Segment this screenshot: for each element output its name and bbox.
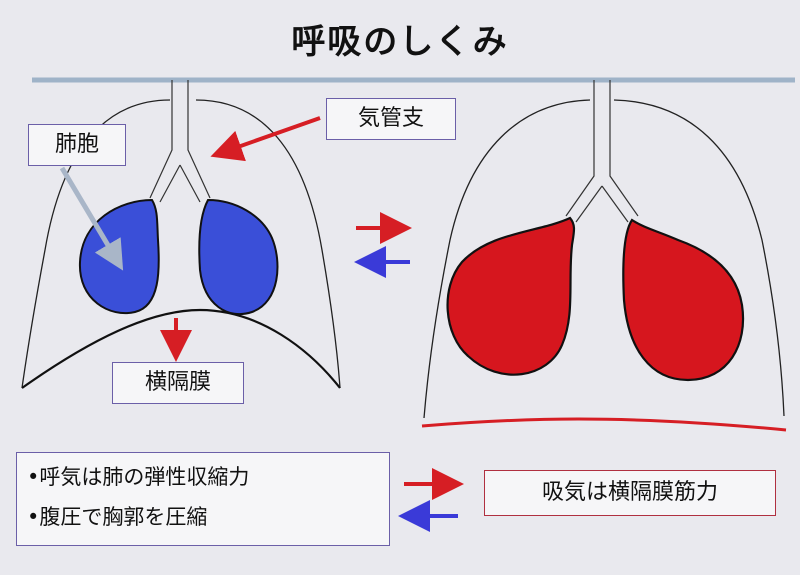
- alveolus-right-1: [446, 216, 576, 376]
- exhalation-note: •呼気は肺の弾性収縮力 •腹圧で胸郭を圧縮: [16, 452, 390, 546]
- diaphragm-curve-left: [21, 308, 341, 389]
- bronchi-label: 気管支: [326, 98, 456, 140]
- page-title: 呼吸のしくみ: [291, 22, 509, 62]
- diaphragm-label: 横隔膜: [112, 362, 244, 404]
- exhalation-note-line-2: •腹圧で胸郭を圧縮: [27, 505, 208, 529]
- trachea-right: [565, 80, 639, 223]
- exhaled-state: [21, 80, 341, 389]
- alveoli-pointer-arrow: [59, 166, 124, 271]
- inhaled-state: [421, 80, 787, 432]
- diaphragm-flat-right: [421, 417, 787, 432]
- inhalation-note: 吸気は横隔膜筋力: [484, 470, 776, 516]
- bronchi-pointer-arrow: [210, 116, 321, 162]
- thorax-outline-left: [21, 99, 171, 389]
- alveolus-left-2: [198, 198, 279, 316]
- alveoli-label: 肺胞: [28, 124, 126, 166]
- trachea-left: [149, 80, 211, 203]
- exhalation-note-line-1: •呼気は肺の弾性収縮力: [27, 465, 250, 489]
- alveolus-right-2: [622, 218, 745, 382]
- thorax-outline-right: [423, 99, 591, 419]
